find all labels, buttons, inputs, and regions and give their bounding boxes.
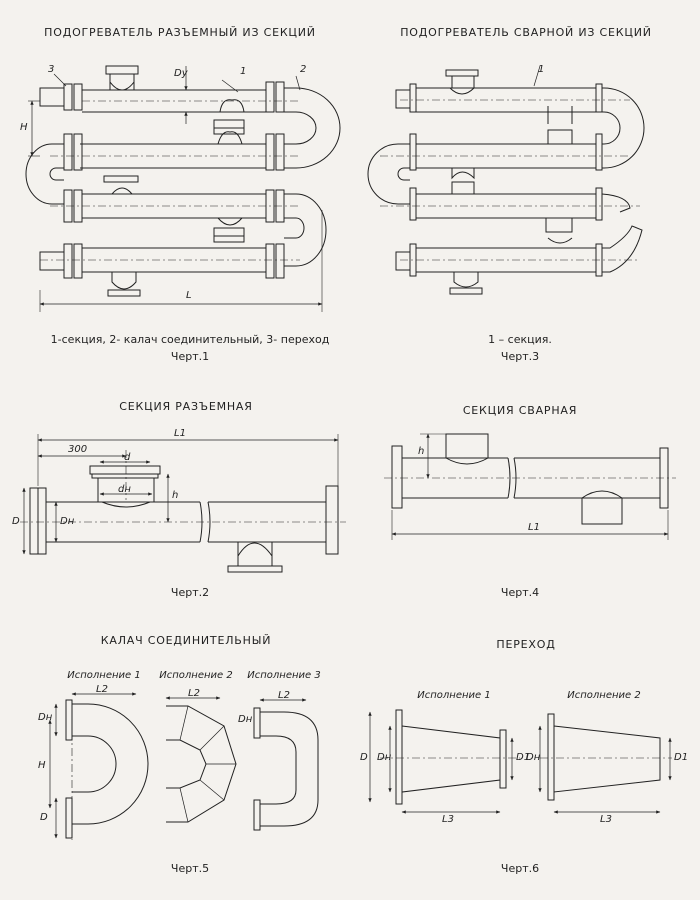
bend-variant-2: Исполнение 2 [159,670,233,681]
label-dh-small: dн [118,484,131,495]
heater-welded-drawing [367,65,645,295]
bend-label-dh-3: Dн [238,714,253,725]
heater-demountable-legend: 1-секция, 2- калач соединительный, 3- пе… [50,333,330,346]
bend-label-d: D [40,812,48,823]
label-d-big: D [12,516,20,527]
label-h: H [20,122,28,133]
transition-label-d1-2: D1 [674,752,689,763]
bend-variant-3: Исполнение 3 [247,670,321,681]
bend-variant-1: Исполнение 1 [67,670,141,681]
label-3: 3 [48,64,55,75]
label-2: 2 [300,64,307,75]
transition-label-dh-2: Dн [526,752,541,763]
label-1: 1 [240,66,247,77]
section-demountable-title: СЕКЦИЯ РАЗЪЕМНАЯ [119,400,253,413]
caption-fig3: Черт.3 [500,350,540,363]
welded-label-h: h [418,446,425,457]
label-l1: L1 [174,428,186,439]
transition-label-d: D [360,752,368,763]
bend-label-dh: Dн [38,712,53,723]
transition-variant-2: Исполнение 2 [567,690,641,701]
label-dy: Dy [174,68,188,79]
bend-label-h: H [38,760,46,771]
bend-label-l2-2: L2 [188,688,200,699]
label-d-small: d [124,452,131,463]
heater-welded-legend: 1 – секция. [488,333,552,346]
transition-label-l3: L3 [442,814,454,825]
bend-title: КАЛАЧ СОЕДИНИТЕЛЬНЫЙ [100,634,272,647]
label-300: 300 [68,444,88,455]
caption-fig1: Черт.1 [170,350,210,363]
label-dh-big: Dн [60,516,75,527]
caption-fig5: Черт.5 [170,862,210,875]
heater-demountable-drawing [25,65,341,312]
heater-demountable-title: ПОДОГРЕВАТЕЛЬ РАЗЪЕМНЫЙ ИЗ СЕКЦИЙ [44,26,316,39]
caption-fig6: Черт.6 [500,862,540,875]
transition-label-d1: D1 [516,752,531,763]
label-h-small: h [172,490,179,501]
bend-drawings [48,692,319,840]
welded-label-l1: L1 [528,522,540,533]
section-welded-drawing [384,433,676,540]
transition-label-l3-2: L3 [600,814,612,825]
section-demountable-drawing [20,434,346,573]
transition-variant-1: Исполнение 1 [417,690,491,701]
heater-welded-title: ПОДОГРЕВАТЕЛЬ СВАРНОЙ ИЗ СЕКЦИЙ [400,26,652,39]
bend-label-l2-1: L2 [96,684,108,695]
caption-fig2: Черт.2 [170,586,210,599]
welded-label-1: 1 [538,64,545,75]
transition-title: ПЕРЕХОД [496,638,556,651]
caption-fig4: Черт.4 [500,586,540,599]
transition-label-dh: Dн [377,752,392,763]
transition-drawings [368,709,672,814]
label-l: L [186,290,192,301]
bend-label-l2-3: L2 [278,690,290,701]
section-welded-title: СЕКЦИЯ СВАРНАЯ [462,404,578,417]
